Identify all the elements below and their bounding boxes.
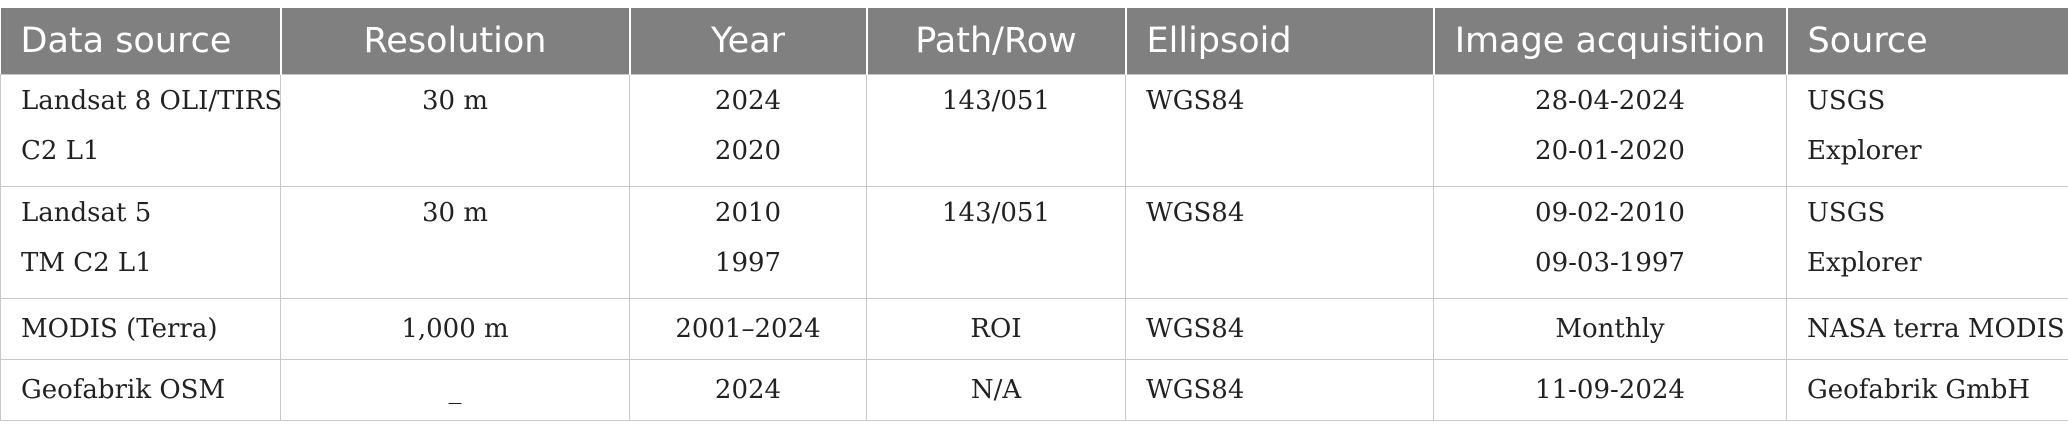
cell-line: 20-01-2020 bbox=[1535, 136, 1685, 166]
cell-ellipsoid: WGS84 bbox=[1125, 298, 1434, 360]
cell-line: 30 m bbox=[421, 86, 488, 116]
cell-resolution: 1,000 m bbox=[280, 298, 630, 360]
cell-ellipsoid: WGS84 bbox=[1125, 186, 1434, 299]
cell-year: 2024 2020 bbox=[629, 74, 867, 187]
cell-line: 09-03-1997 bbox=[1535, 248, 1685, 278]
cell-line: _ bbox=[448, 375, 462, 405]
cell-line: WGS84 bbox=[1146, 375, 1245, 405]
cell-line: Geofabrik OSM bbox=[21, 375, 226, 405]
cell-line: USGS bbox=[1807, 86, 1886, 116]
cell-data-source: MODIS (Terra) bbox=[0, 298, 281, 360]
cell-line: 2024 bbox=[714, 375, 782, 405]
cell-source: USGS Explorer bbox=[1786, 186, 2068, 299]
cell-resolution: 30 m bbox=[280, 186, 630, 299]
cell-line: NASA terra MODIS bbox=[1807, 314, 2065, 344]
cell-source: Geofabrik GmbH bbox=[1786, 359, 2068, 421]
cell-line: 09-02-2010 bbox=[1535, 198, 1685, 228]
cell-line: WGS84 bbox=[1146, 198, 1245, 228]
cell-line: 143/051 bbox=[941, 198, 1050, 228]
cell-ellipsoid: WGS84 bbox=[1125, 74, 1434, 187]
cell-line: USGS bbox=[1807, 198, 1886, 228]
cell-path-row: 143/051 bbox=[866, 74, 1126, 187]
cell-line: 2010 bbox=[714, 198, 782, 228]
cell-line: Explorer bbox=[1807, 136, 1922, 166]
cell-line: WGS84 bbox=[1146, 314, 1245, 344]
cell-line: 11-09-2024 bbox=[1535, 375, 1685, 405]
cell-line: TM C2 L1 bbox=[21, 248, 152, 278]
cell-resolution: _ bbox=[280, 359, 630, 421]
cell-line: 1,000 m bbox=[401, 314, 509, 344]
cell-ellipsoid: WGS84 bbox=[1125, 359, 1434, 421]
cell-image-acquisition: 09-02-2010 09-03-1997 bbox=[1433, 186, 1787, 299]
cell-path-row: ROI bbox=[866, 298, 1126, 360]
cell-line: Explorer bbox=[1807, 248, 1922, 278]
cell-line: WGS84 bbox=[1146, 86, 1245, 116]
cell-image-acquisition: Monthly bbox=[1433, 298, 1787, 360]
table-row: Geofabrik OSM _ 2024 N/A WGS84 11-09-202… bbox=[0, 359, 2068, 421]
header-source: Source bbox=[1786, 8, 2068, 75]
cell-year: 2001–2024 bbox=[629, 298, 867, 360]
cell-data-source: Landsat 5 TM C2 L1 bbox=[0, 186, 281, 299]
cell-line: 30 m bbox=[421, 198, 488, 228]
cell-line: Monthly bbox=[1555, 314, 1665, 344]
cell-line: 2024 bbox=[714, 86, 782, 116]
table-row: Landsat 5 TM C2 L1 30 m 2010 1997 143/05… bbox=[0, 186, 2068, 299]
cell-line: 143/051 bbox=[941, 86, 1050, 116]
header-ellipsoid: Ellipsoid bbox=[1125, 8, 1435, 75]
cell-line: 28-04-2024 bbox=[1535, 86, 1685, 116]
cell-line: 2001–2024 bbox=[675, 314, 821, 344]
cell-image-acquisition: 11-09-2024 bbox=[1433, 359, 1787, 421]
cell-line: Geofabrik GmbH bbox=[1807, 375, 2031, 405]
header-year: Year bbox=[629, 8, 868, 75]
header-image-acquisition: Image acquisition bbox=[1433, 8, 1788, 75]
cell-source: USGS Explorer bbox=[1786, 74, 2068, 187]
header-resolution: Resolution bbox=[280, 8, 631, 75]
cell-source: NASA terra MODIS bbox=[1786, 298, 2068, 360]
header-path-row: Path/Row bbox=[866, 8, 1127, 75]
cell-line: 1997 bbox=[714, 248, 782, 278]
header-data-source: Data source bbox=[0, 8, 282, 75]
cell-line: Landsat 8 OLI/TIRS bbox=[21, 86, 283, 116]
cell-path-row: N/A bbox=[866, 359, 1126, 421]
cell-data-source: Geofabrik OSM bbox=[0, 359, 281, 421]
cell-line: 2020 bbox=[714, 136, 782, 166]
header-row: Data source Resolution Year Path/Row Ell… bbox=[0, 8, 2068, 75]
cell-path-row: 143/051 bbox=[866, 186, 1126, 299]
table-row: Landsat 8 OLI/TIRS C2 L1 30 m 2024 2020 … bbox=[0, 74, 2068, 187]
cell-data-source: Landsat 8 OLI/TIRS C2 L1 bbox=[0, 74, 283, 187]
cell-line: MODIS (Terra) bbox=[21, 314, 218, 344]
cell-year: 2024 bbox=[629, 359, 867, 421]
cell-resolution: 30 m bbox=[280, 74, 630, 187]
cell-image-acquisition: 28-04-2024 20-01-2020 bbox=[1433, 74, 1787, 187]
cell-year: 2010 1997 bbox=[629, 186, 867, 299]
table-row: MODIS (Terra) 1,000 m 2001–2024 ROI WGS8… bbox=[0, 298, 2068, 360]
cell-line: Landsat 5 bbox=[21, 198, 152, 228]
data-sources-table: Data source Resolution Year Path/Row Ell… bbox=[0, 8, 2068, 421]
cell-line: C2 L1 bbox=[21, 136, 100, 166]
cell-line: N/A bbox=[970, 375, 1022, 405]
cell-line: ROI bbox=[970, 314, 1022, 344]
